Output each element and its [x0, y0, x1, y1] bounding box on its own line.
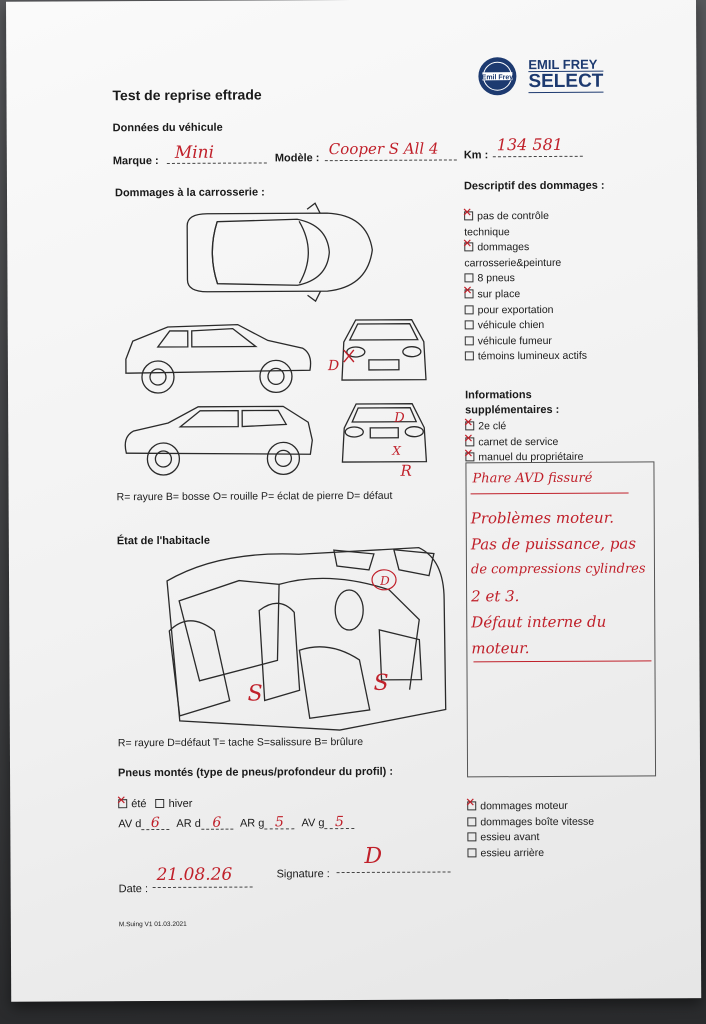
emil-frey-logo-icon: Emil Frey	[478, 57, 517, 96]
modele-field[interactable]: Cooper S All 4	[324, 140, 457, 162]
checkbox-second-key[interactable]	[465, 421, 475, 431]
body-damage-title: Dommages à la carrosserie :	[114, 186, 265, 200]
signature-label: Signature :	[276, 868, 330, 881]
note-divider-1	[470, 492, 629, 495]
km-field[interactable]: 134 581	[492, 135, 583, 158]
tire-type-row: été hiver	[118, 798, 192, 810]
mech-item-rear-axle[interactable]: essieu arrière	[467, 846, 594, 862]
car-left-side-diagram[interactable]	[118, 318, 318, 399]
car-interior-diagram[interactable]: D S S	[159, 539, 450, 741]
note-line-4: de compressions cylindres	[470, 561, 646, 578]
checkbox-on-site[interactable]	[464, 289, 474, 299]
footer-version: M.Suing V1 01.03.2021	[118, 920, 187, 929]
checkbox-8-tires[interactable]	[464, 273, 474, 283]
damage-item-8-tires[interactable]: 8 pneus	[464, 271, 644, 288]
note-block: Problèmes moteur. Pas de puissance, pas …	[471, 504, 656, 661]
checkbox-export[interactable]	[464, 304, 474, 314]
checkbox-smoker[interactable]	[464, 336, 474, 346]
checkbox-front-axle[interactable]	[467, 832, 477, 842]
mech-damage-list: dommages moteur dommages boîte vitesse e…	[467, 799, 594, 862]
marque-field[interactable]: Mini	[166, 143, 267, 164]
checkbox-no-inspection[interactable]	[464, 211, 474, 221]
car-rear-view-diagram[interactable]: D X R	[334, 398, 434, 480]
km-label: Km :	[463, 149, 489, 162]
damage-desc-title: Descriptif des dommages :	[463, 179, 605, 193]
checkbox-winter[interactable]	[155, 798, 165, 809]
km-value: 134 581	[496, 134, 563, 155]
form-title: Test de reprise eftrade	[112, 86, 262, 104]
vehicle-section-title: Données du véhicule	[112, 121, 223, 135]
date-value: 21.08.26	[156, 864, 233, 886]
checkbox-engine[interactable]	[467, 801, 477, 811]
date-label: Date :	[118, 883, 149, 896]
front-damage-mark: D	[327, 358, 339, 374]
damage-item-export[interactable]: pour exportation	[464, 302, 645, 319]
ar-d-field[interactable]: 6	[200, 814, 233, 831]
body-damage-legend: R= rayure B= bosse O= rouille P= éclat d…	[116, 489, 393, 504]
av-g-field[interactable]: 5	[324, 813, 355, 830]
paper-form: Emil Frey EMIL FREY SELECT Test de repri…	[6, 0, 702, 1002]
modele-label: Modèle :	[274, 152, 320, 165]
mech-item-front-axle[interactable]: essieu avant	[467, 830, 594, 846]
checkbox-summer[interactable]	[118, 799, 128, 809]
extra-item-service-book[interactable]: carnet de service	[465, 434, 583, 450]
signature-field[interactable]: D	[336, 844, 451, 874]
checkbox-service-book[interactable]	[465, 436, 475, 447]
extra-info-list: 2e clé carnet de service manuel du propr…	[465, 419, 583, 466]
damage-item-smoker[interactable]: véhicule fumeur	[464, 333, 645, 350]
rear-r-mark: R	[399, 462, 411, 480]
note-line-6: Défaut interne du	[471, 612, 607, 632]
rear-x-mark: X	[391, 444, 401, 458]
av-d-field[interactable]: 6	[141, 814, 170, 831]
damage-item-on-site[interactable]: sur place	[464, 286, 645, 303]
brand-select: SELECT	[528, 70, 604, 94]
signature-value: D	[364, 843, 383, 869]
logo-circle-text: Emil Frey	[482, 74, 514, 81]
mech-item-gearbox[interactable]: dommages boîte vitesse	[467, 814, 594, 830]
interior-legend: R= rayure D=défaut T= tache S=salissure …	[117, 735, 364, 750]
damage-item-dog[interactable]: véhicule chien	[464, 318, 645, 335]
checkbox-rear-axle[interactable]	[467, 848, 477, 858]
note-line-1: Phare AVD fissuré	[472, 470, 593, 487]
extra-item-second-key[interactable]: 2e clé	[465, 419, 583, 435]
note-line-5: 2 et 3.	[471, 587, 520, 606]
tires-title: Pneus montés (type de pneus/profondeur d…	[118, 765, 394, 780]
interior-s-mark-2: S	[374, 671, 389, 696]
car-top-view-diagram[interactable]	[177, 202, 377, 303]
ar-g-field[interactable]: 5	[264, 814, 295, 830]
note-line-7: moteur.	[471, 639, 530, 658]
car-front-view-diagram[interactable]: D	[327, 312, 434, 393]
note-divider-2	[473, 660, 652, 663]
note-line-2: Problèmes moteur.	[470, 508, 615, 528]
marque-value: Mini	[174, 142, 215, 163]
car-right-side-diagram[interactable]	[118, 400, 318, 481]
checkbox-warning-lights[interactable]	[464, 351, 474, 361]
interior-s-mark-1: S	[248, 681, 263, 706]
mech-item-engine[interactable]: dommages moteur	[467, 799, 594, 815]
checkbox-gearbox[interactable]	[467, 816, 477, 826]
interior-d-mark: D	[379, 574, 390, 588]
date-field[interactable]: 21.08.26	[152, 865, 253, 889]
damage-item-warning-lights[interactable]: témoins lumineux actifs	[464, 349, 645, 366]
note-line-3: Pas de puissance, pas	[470, 534, 637, 554]
notes-box[interactable]: Phare AVD fissuré Problèmes moteur. Pas …	[465, 461, 657, 778]
checkbox-owner-manual[interactable]	[465, 452, 475, 462]
rear-damage-mark: D	[393, 411, 405, 426]
checkbox-body-paint[interactable]	[464, 242, 474, 252]
marque-label: Marque :	[112, 155, 159, 168]
modele-value: Cooper S All 4	[328, 139, 439, 159]
checkbox-dog[interactable]	[464, 320, 474, 330]
